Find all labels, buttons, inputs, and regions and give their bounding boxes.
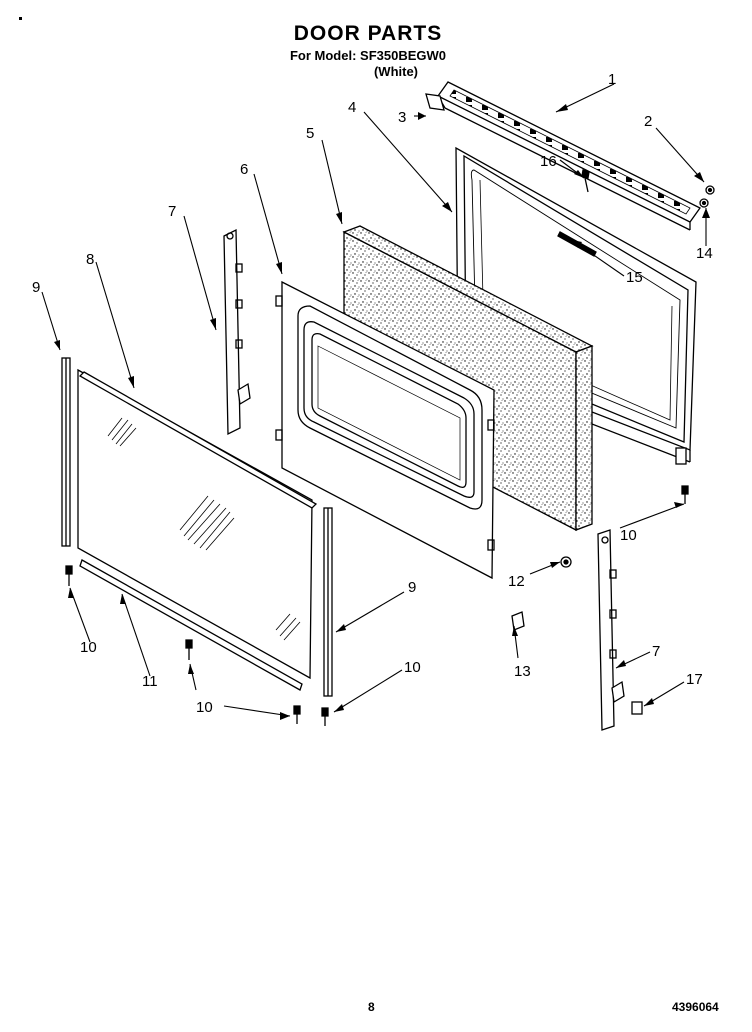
screw-2	[699, 185, 715, 208]
callout-label: 10	[404, 659, 421, 676]
callout-label: 9	[408, 579, 416, 596]
glass-side-channel-left	[61, 357, 71, 547]
callout-label: 10	[620, 527, 637, 544]
screw-16	[581, 169, 590, 193]
screw-10-b	[185, 639, 193, 660]
callout-labels: 1 2 3 4 5 6 7 8 9 9 10 10 10 10 11 12 13…	[32, 71, 713, 716]
callout-label: 9	[32, 279, 40, 296]
glass-bottom-channel	[79, 559, 303, 691]
callout-label: 15	[626, 269, 643, 286]
hinge-channel-left	[223, 228, 251, 436]
model-line: For Model: SF350BEGW0	[289, 48, 447, 63]
callout-label: 8	[86, 251, 94, 268]
color-line: (White)	[373, 64, 419, 79]
top-vent-trim	[437, 81, 701, 231]
page-title: DOOR PARTS	[293, 22, 443, 45]
callout-label: 10	[80, 639, 97, 656]
callout-label: 6	[240, 161, 248, 178]
clip-13	[511, 611, 525, 631]
arrowheads	[54, 104, 710, 720]
callout-label: 14	[696, 245, 713, 262]
callout-label: 2	[644, 113, 652, 130]
callout-label: 13	[514, 663, 531, 680]
screw-12	[560, 556, 572, 568]
callout-label: 4	[348, 99, 356, 116]
callout-label: 3	[398, 109, 406, 126]
callout-label: 7	[168, 203, 176, 220]
hinge-channel-right	[597, 529, 625, 731]
callout-label: 16	[540, 153, 557, 170]
leader-lines	[41, 83, 707, 717]
callout-label: 5	[306, 125, 314, 142]
screw-10-a	[65, 565, 73, 586]
trim-end-cap	[425, 93, 445, 111]
callout-label: 7	[652, 643, 660, 660]
glass-side-channel-right	[323, 507, 333, 697]
callout-label: 17	[686, 671, 703, 688]
callout-label: 10	[196, 699, 213, 716]
screw-10-c	[293, 705, 301, 724]
page-number: 8	[368, 1000, 375, 1014]
inner-door-panel	[275, 280, 495, 580]
outer-glass	[77, 368, 318, 680]
callout-label: 11	[142, 673, 158, 690]
corner-dot	[19, 17, 22, 20]
document-number: 4396064	[672, 1000, 719, 1014]
screw-10-d	[321, 707, 329, 726]
callout-label: 1	[608, 71, 616, 88]
callout-label: 12	[508, 573, 525, 590]
screw-10-e	[681, 485, 689, 504]
bushing-17	[631, 701, 643, 715]
